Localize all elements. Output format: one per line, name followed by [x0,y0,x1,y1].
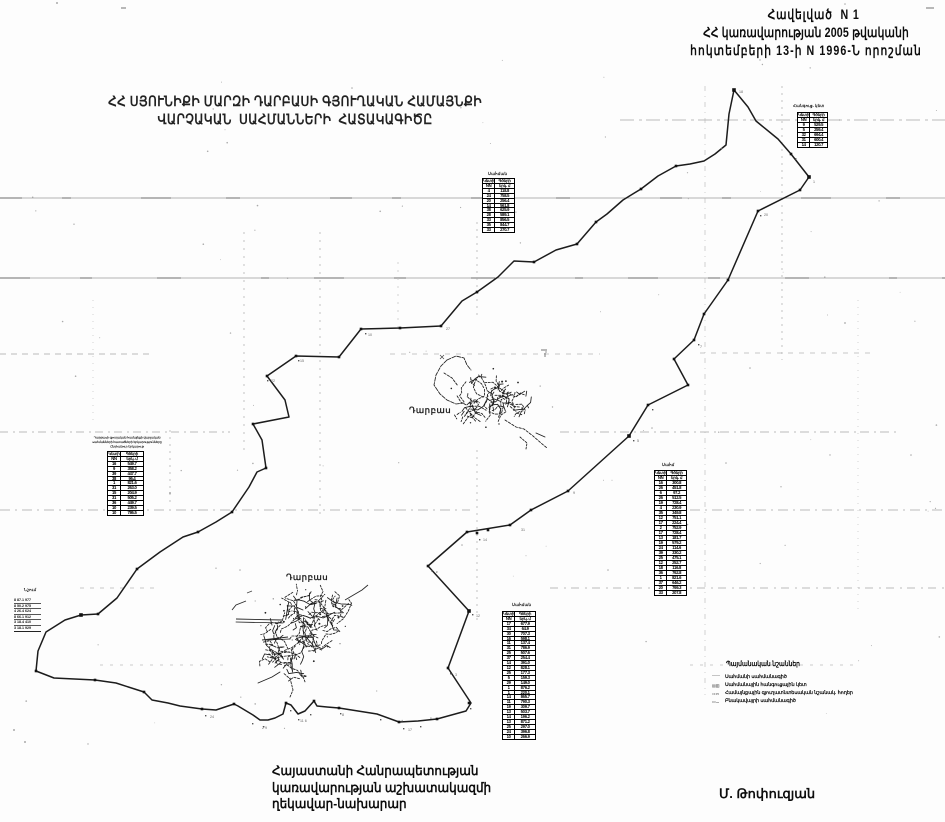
svg-text:2 9: 2 9 [262,726,267,730]
svg-text:18: 18 [739,90,743,94]
svg-text:15: 15 [300,359,304,363]
svg-text:22: 22 [271,379,275,383]
svg-text:к: к [436,570,438,574]
svg-text:31: 31 [521,528,525,532]
svg-text:14: 14 [483,538,487,542]
svg-text:17: 17 [408,728,412,732]
svg-text:24: 24 [210,715,214,719]
svg-text:12: 12 [476,614,480,618]
svg-text:5: 5 [637,439,639,443]
svg-text:7: 7 [700,345,702,349]
svg-text:11 6: 11 6 [300,719,307,723]
svg-text:27: 27 [446,327,450,331]
svg-text:1: 1 [813,180,815,184]
svg-text:9: 9 [573,491,575,495]
svg-text:8: 8 [342,713,344,717]
svg-text:10: 10 [368,333,372,337]
svg-text:20: 20 [764,213,768,217]
svg-text:3: 3 [455,673,457,677]
